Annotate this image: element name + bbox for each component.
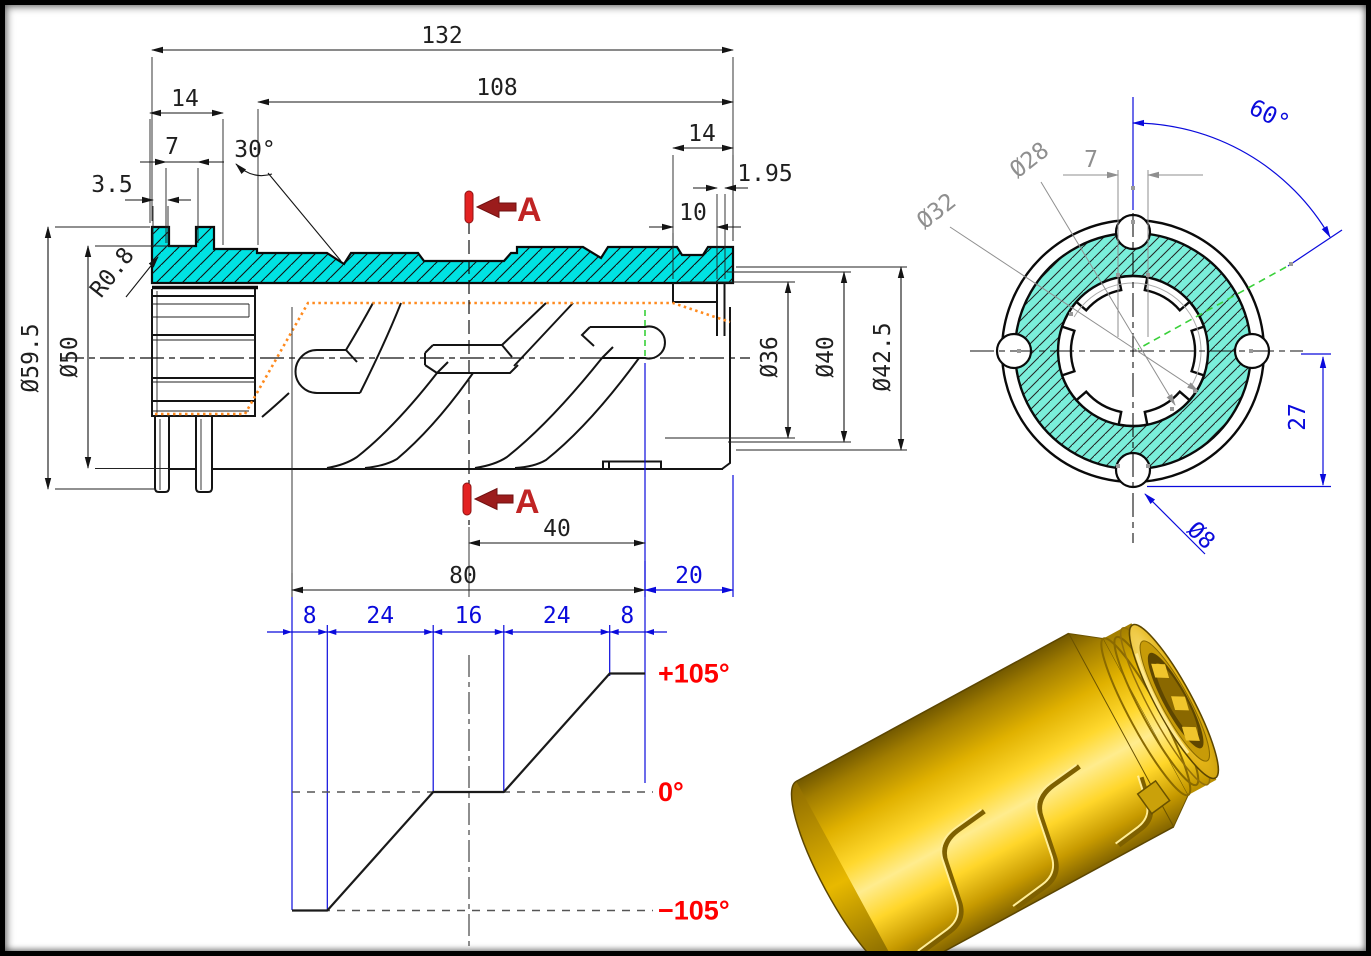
dim-arrow: [283, 629, 292, 635]
side-view-dimensions: 132 108 14 7 3.5 30° 14 1.95 10 R0.8: [18, 23, 907, 597]
dim-dia-32: Ø32: [912, 188, 961, 234]
section-marker-bottom: A: [462, 482, 540, 521]
end-view-centerlines: [970, 213, 1303, 543]
section-marker-top: A: [464, 190, 542, 229]
dim-3-5: 3.5: [91, 172, 133, 198]
section-label-top: A: [517, 191, 542, 229]
end-view-blue-dims: 60° 27 Ø8: [1132, 95, 1343, 555]
tip-step-lines: [672, 283, 717, 303]
ribbed-flange: [151, 289, 256, 493]
helix-profile-curve: [292, 672, 645, 912]
spline-teeth-3d: [1151, 663, 1200, 741]
bottom-notch: [602, 460, 662, 469]
dim-dia-8: Ø8: [1182, 517, 1220, 555]
dim-60deg: 60°: [1245, 95, 1294, 137]
dim-arrow: [327, 629, 337, 635]
dim-r0-8: R0.8: [85, 243, 140, 303]
vertex-markers: [1017, 186, 1293, 468]
green-angle-ref: [1137, 266, 1287, 350]
dim-dia-59-5: Ø59.5: [18, 323, 44, 392]
helical-slots: [261, 302, 666, 469]
render-3d: [790, 623, 1220, 951]
dim-dia-42-5: Ø42.5: [870, 322, 896, 391]
dim-10: 10: [679, 200, 707, 226]
segment-label-24: 24: [366, 603, 394, 629]
dim-arrow: [645, 629, 654, 635]
dim-27: 27: [1285, 403, 1311, 431]
dim-arrow: [494, 629, 504, 635]
black-ext-lines: [291, 307, 470, 597]
technical-drawing: 132 108 14 7 3.5 30° 14 1.95 10 R0.8: [18, 23, 1343, 951]
tip-groove-lines: [716, 283, 726, 336]
dim-arrow: [503, 629, 513, 635]
dim-dia-50: Ø50: [57, 336, 83, 378]
dim-80: 80: [449, 563, 477, 589]
dim-dia-28: Ø28: [1005, 137, 1054, 183]
dim-132: 132: [421, 23, 463, 49]
dim-30deg: 30°: [234, 137, 276, 163]
side-section-view: [60, 220, 750, 597]
dim-key-width-7: 7: [1084, 147, 1098, 173]
dim-dia-40: Ø40: [813, 336, 839, 378]
right-end-outline: [721, 307, 731, 470]
dim-14-left: 14: [171, 86, 199, 112]
dim-40: 40: [543, 516, 571, 542]
angle-label--105: −105°: [658, 895, 730, 925]
end-view: Ø32 Ø28 7 60° 27 Ø8: [912, 95, 1343, 555]
dim-20: 20: [675, 563, 703, 589]
bore-ref-arc: [1073, 282, 1202, 386]
segment-label-8: 8: [620, 603, 634, 629]
helical-grooves-3d: [917, 763, 1171, 951]
segment-label-24: 24: [543, 603, 571, 629]
dim-arrow: [609, 629, 619, 635]
dim-1-95: 1.95: [737, 161, 792, 187]
helix-profile-chart: 8 24 16 24 8 +105° 0° −105°: [267, 561, 730, 951]
dim-7: 7: [165, 134, 179, 160]
dim-14-right: 14: [688, 121, 716, 147]
dim-arrow: [600, 629, 610, 635]
hidden-helix-boundary: [155, 301, 731, 416]
segment-label-16: 16: [455, 603, 483, 629]
section-label-bottom: A: [515, 483, 540, 521]
angle-label-105: +105°: [658, 659, 730, 689]
blue-ext-lines: [644, 363, 734, 597]
angle-label-0: 0°: [658, 777, 684, 807]
dim-arrow: [433, 629, 443, 635]
body-cylinder: [796, 633, 1174, 951]
dim-arrow: [318, 629, 328, 635]
section-wall-hatch: [150, 225, 735, 285]
segment-label-8: 8: [303, 603, 317, 629]
dim-108: 108: [476, 75, 518, 101]
dim-dia-36: Ø36: [757, 336, 783, 378]
dim-arrow: [424, 629, 434, 635]
